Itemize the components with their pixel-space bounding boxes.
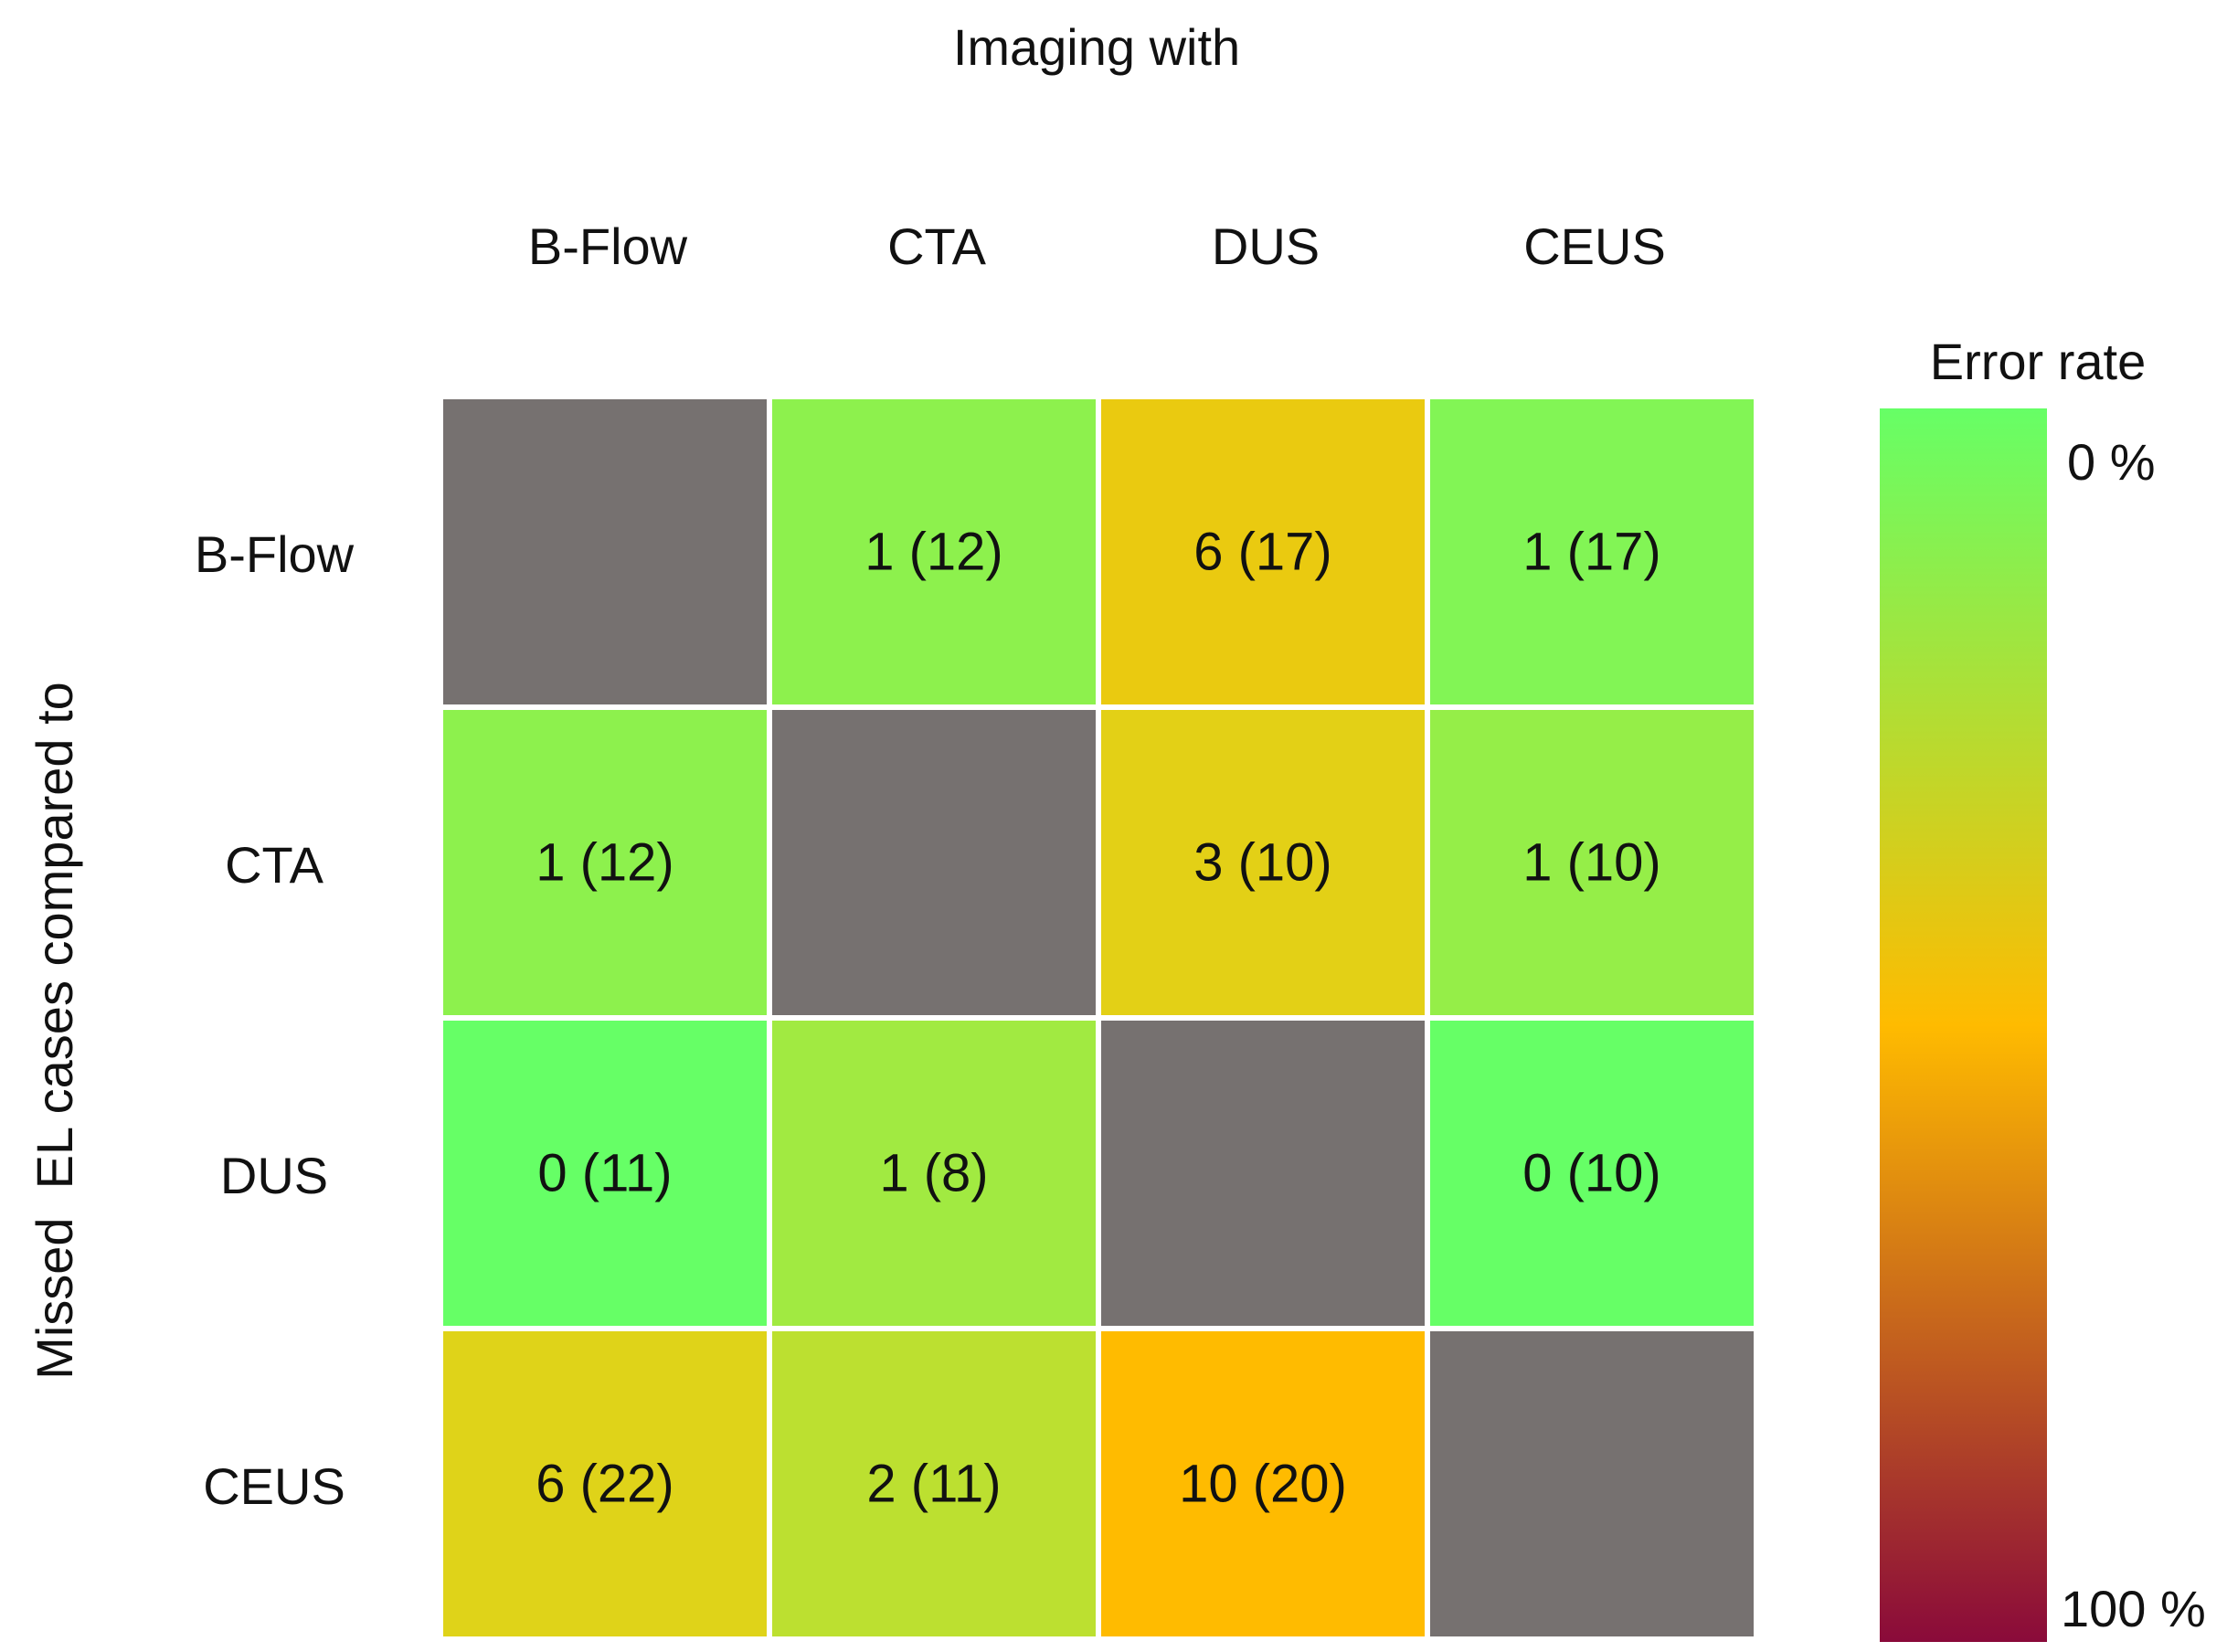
cell-value-label: 6 (17) <box>1193 523 1332 582</box>
column-label-dus: DUS <box>1211 217 1320 275</box>
cell-value-label: 0 (10) <box>1522 1144 1661 1203</box>
heatmap-cell-cta-vs-cta <box>772 710 1096 1015</box>
cell-value-label: 6 (22) <box>536 1455 674 1514</box>
heatmap-cell-ceus-vs-dus <box>1101 1331 1425 1636</box>
heatmap-cell-ceus-vs-ceus <box>1430 1331 1754 1636</box>
heatmap-cell-b-flow-vs-cta <box>772 399 1096 704</box>
colorbar-title: Error rate <box>1929 333 2147 390</box>
heatmap-cell-b-flow-vs-b-flow <box>443 399 767 704</box>
heatmap-cell-dus-vs-b-flow <box>443 1021 767 1326</box>
x-axis-title: Imaging with <box>952 18 1241 76</box>
cell-value-label: 3 (10) <box>1193 833 1332 893</box>
cell-value-label: 0 (11) <box>537 1144 672 1203</box>
cell-value-label: 1 (17) <box>1522 523 1661 582</box>
column-label-ceus: CEUS <box>1523 217 1666 275</box>
heatmap-cell-dus-vs-ceus <box>1430 1021 1754 1326</box>
heatmap-cell-b-flow-vs-ceus <box>1430 399 1754 704</box>
row-label-b-flow: B-Flow <box>194 525 355 583</box>
colorbar-max-label: 100 % <box>2061 1580 2206 1637</box>
cell-value-label: 1 (12) <box>864 523 1003 582</box>
row-label-ceus: CEUS <box>203 1457 345 1515</box>
heatmap-cells: 1 (12) 6 (17) 1 (17) 1 (12) 3 (10) 1 (10) 0 (1… <box>443 399 1754 1636</box>
column-label-b-flow: B-Flow <box>527 217 688 275</box>
cell-value-label: 1 (10) <box>1522 833 1661 893</box>
colorbar-gradient <box>1880 408 2047 1642</box>
heatmap-cell-ceus-vs-cta <box>772 1331 1096 1636</box>
cell-value-label: 10 (20) <box>1179 1455 1347 1514</box>
heatmap-cell-ceus-vs-b-flow <box>443 1331 767 1636</box>
colorbar-min-label: 0 % <box>2067 433 2156 491</box>
heatmap-cell-b-flow-vs-dus <box>1101 399 1425 704</box>
row-label-cta: CTA <box>225 836 323 894</box>
column-label-cta: CTA <box>887 217 986 275</box>
heatmap-cell-cta-vs-dus <box>1101 710 1425 1015</box>
heatmap-cell-cta-vs-ceus <box>1430 710 1754 1015</box>
cell-value-label: 1 (12) <box>536 833 674 893</box>
heatmap-cell-dus-vs-cta <box>772 1021 1096 1326</box>
heatmap-cell-dus-vs-dus <box>1101 1021 1425 1326</box>
row-label-dus: DUS <box>219 1147 329 1204</box>
cell-value-label: 1 (8) <box>879 1144 988 1203</box>
cell-value-label: 2 (11) <box>866 1455 1001 1514</box>
heatmap-cell-cta-vs-b-flow <box>443 710 767 1015</box>
